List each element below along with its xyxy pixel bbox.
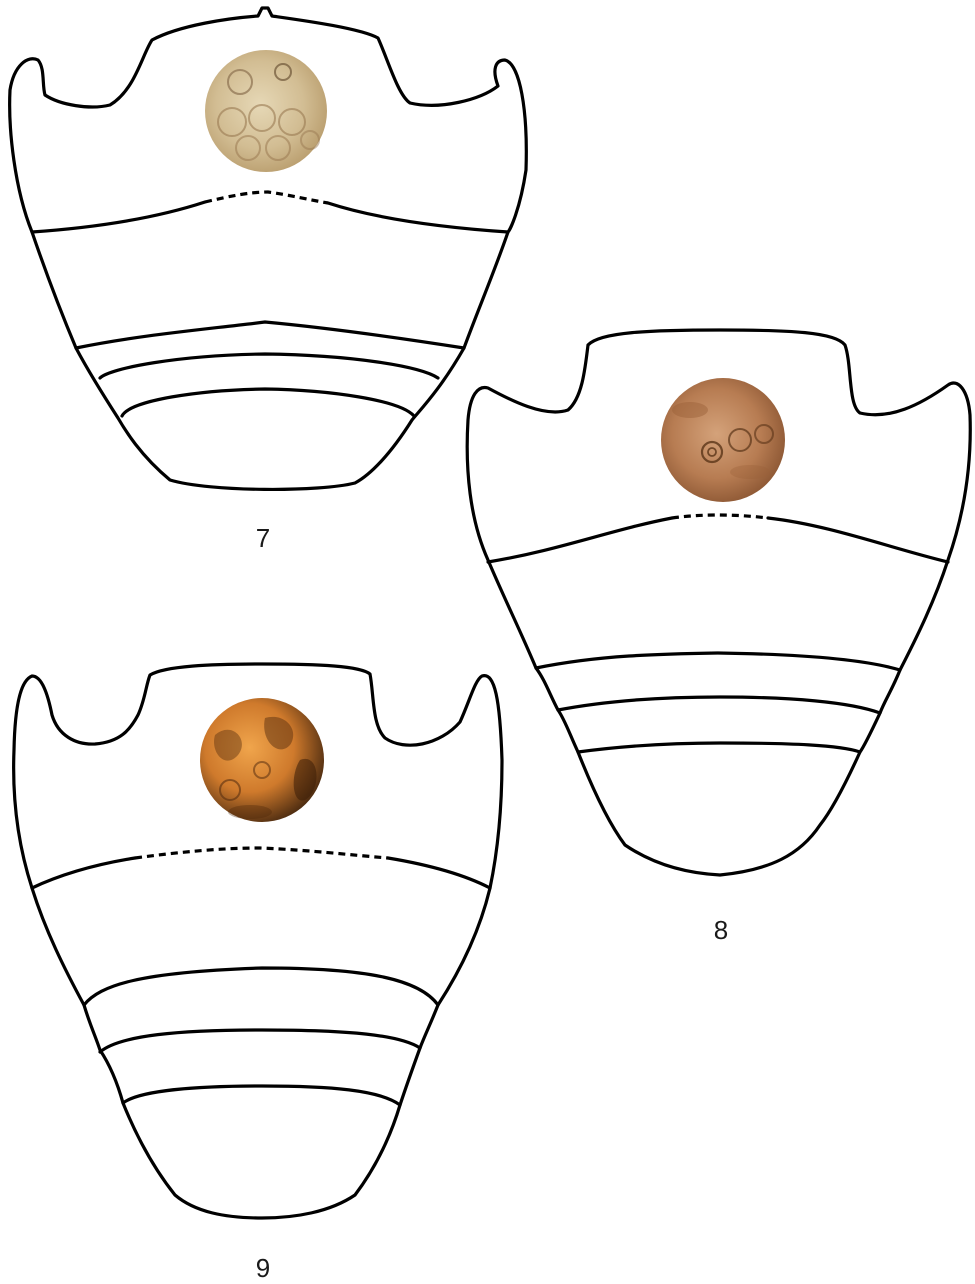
figure-label-9: 9 (243, 1253, 283, 1284)
micrograph-7 (205, 50, 327, 172)
figure-label-7: 7 (243, 523, 283, 554)
micrograph-9 (200, 698, 324, 822)
micrograph-8 (661, 378, 785, 502)
figure-7 (10, 8, 527, 489)
figure-8 (467, 330, 970, 875)
figure-9 (14, 664, 502, 1218)
figure-label-8: 8 (701, 915, 741, 946)
